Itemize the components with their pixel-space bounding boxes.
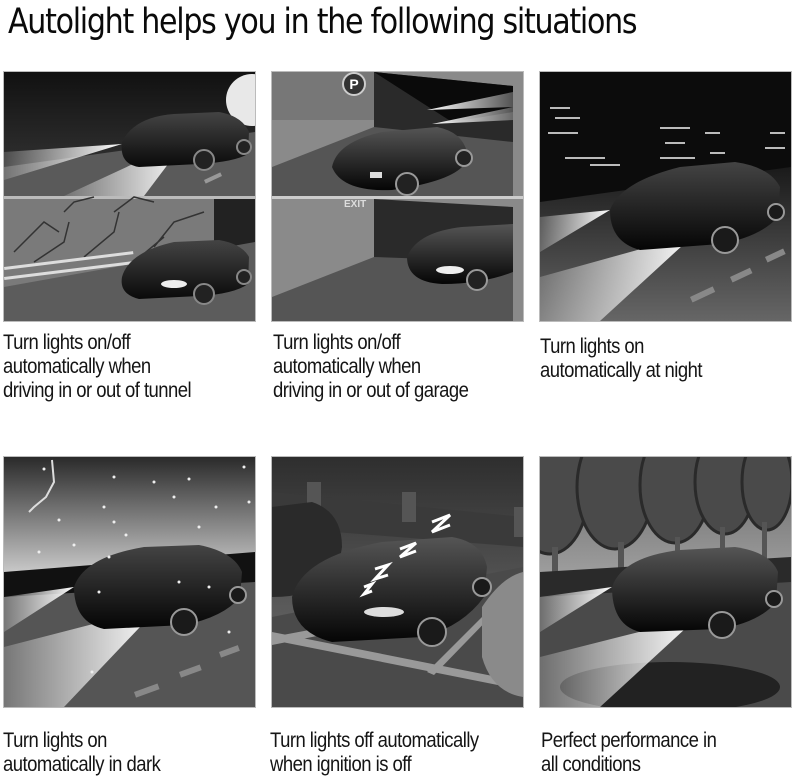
caption-line: Turn lights on/off [273,331,401,354]
caption-dark: Turn lights on automatically in dark [3,729,161,777]
garage-scene-icon: P EXIT [272,72,523,321]
parked-scene-icon [272,457,523,707]
tunnel-scene-icon [4,72,255,321]
storm-scene-icon [4,457,255,707]
night-illustration [539,71,792,322]
caption-line: automatically when [273,355,421,378]
ignition-off-illustration [271,456,524,708]
caption-night: Turn lights on automatically at night [540,335,703,383]
garage-illustration: P EXIT [271,71,524,322]
caption-tunnel: Turn lights on/off automatically when dr… [3,331,192,403]
caption-line: when ignition is off [270,753,412,776]
caption-line: automatically in dark [3,753,161,776]
caption-line: driving in or out of tunnel [3,379,192,402]
page-title: Autolight helps you in the following sit… [8,2,638,42]
trees-scene-icon [540,457,791,707]
caption-line: automatically when [3,355,151,378]
sleep-zzz-icon [359,513,452,598]
tunnel-illustration [3,71,256,322]
dark-storm-illustration [3,456,256,708]
caption-conditions: Perfect performance in all conditions [541,729,717,777]
caption-garage: Turn lights on/off automatically when dr… [273,331,469,403]
caption-line: Turn lights on [540,335,644,358]
caption-line: Turn lights on/off [3,331,131,354]
caption-line: all conditions [541,753,641,776]
caption-line: driving in or out of garage [273,379,469,402]
night-scene-icon [540,72,791,321]
caption-line: Perfect performance in [541,729,717,752]
caption-ignition: Turn lights off automatically when ignit… [270,729,479,777]
caption-line: Turn lights on [3,729,107,752]
parking-sign: P [349,76,358,92]
exit-sign: EXIT [344,199,366,210]
caption-line: Turn lights off automatically [270,729,479,752]
all-conditions-illustration [539,456,792,708]
caption-line: automatically at night [540,359,703,382]
